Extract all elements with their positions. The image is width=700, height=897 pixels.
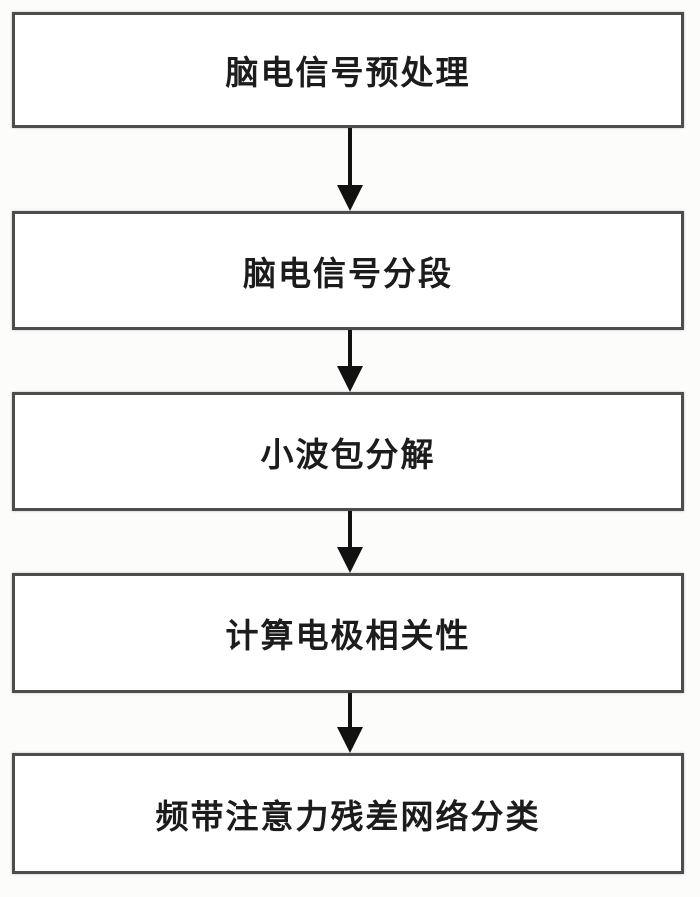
flow-step-label: 计算电极相关性 — [225, 617, 471, 654]
arrow-down-icon — [336, 128, 364, 211]
flow-step-wavelet-decomposition: 小波包分解 — [12, 392, 684, 511]
flow-step-preprocessing: 脑电信号预处理 — [12, 12, 684, 128]
flow-step-segmentation: 脑电信号分段 — [12, 211, 684, 330]
flow-step-label: 脑电信号预处理 — [225, 54, 471, 91]
arrow-down-icon — [336, 511, 364, 573]
flow-step-label: 频带注意力残差网络分类 — [155, 797, 541, 835]
flow-step-label: 脑电信号分段 — [243, 254, 453, 292]
flow-step-classification: 频带注意力残差网络分类 — [12, 753, 684, 874]
flow-step-electrode-correlation: 计算电极相关性 — [12, 573, 684, 693]
arrow-down-icon — [336, 693, 364, 753]
arrow-down-icon — [336, 330, 364, 392]
flow-step-label: 小波包分解 — [260, 435, 436, 473]
